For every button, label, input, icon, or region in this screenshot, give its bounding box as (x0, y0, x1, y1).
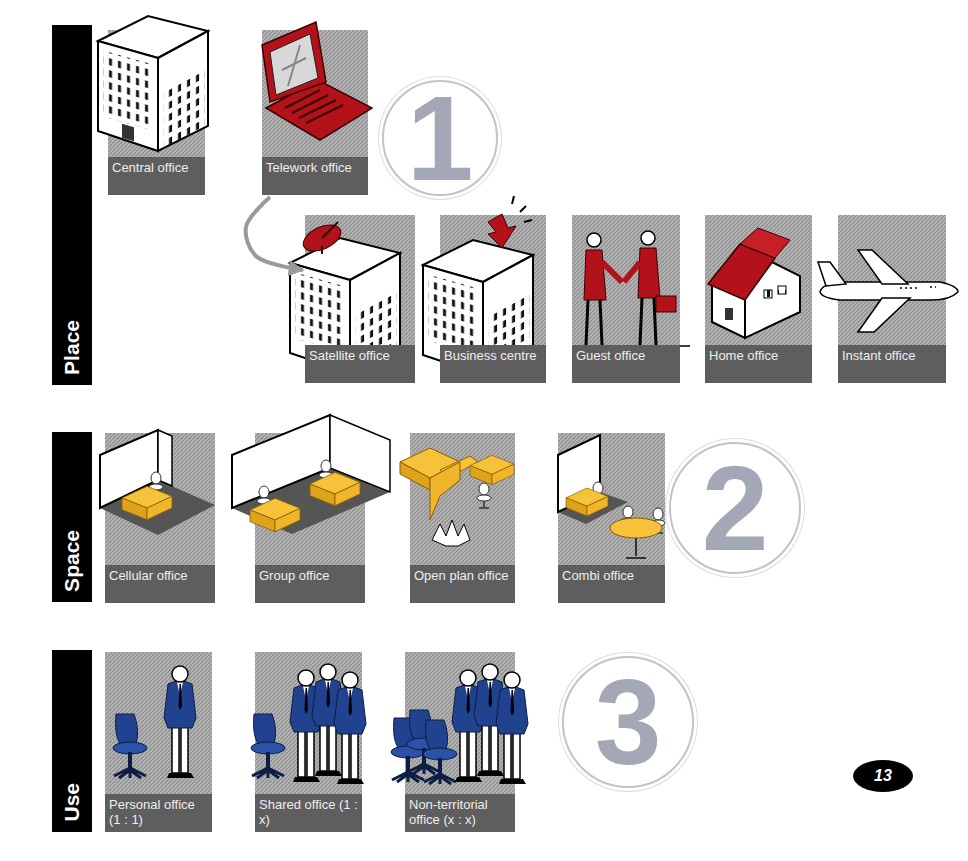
category-bar: Space (52, 432, 92, 602)
airplane-icon (818, 250, 958, 332)
arrow-icon (488, 196, 532, 248)
page-number-badge: 13 (853, 760, 913, 792)
office-type-tile: Non-territorial office (x : x) (405, 652, 515, 832)
tile-caption: Group office (255, 565, 365, 603)
non-territorial-office-icon (391, 664, 528, 784)
step-number-circle: 1 (382, 80, 498, 196)
laptop-icon (262, 22, 372, 140)
handshake-icon (575, 231, 690, 346)
step-number-circle: 2 (669, 442, 801, 574)
tile-caption: Combi office (558, 565, 665, 603)
callout-number: 2 (702, 448, 769, 568)
office-type-tile: Open plan office (410, 433, 515, 603)
tile-caption: Personal office (1 : 1) (105, 794, 212, 832)
office-type-tile: Guest office (572, 215, 680, 383)
callout-number: 1 (407, 78, 474, 198)
tile-caption: Business centre (440, 345, 546, 383)
office-type-tile: Group office (255, 433, 365, 603)
office-type-tile: Cellular office (105, 433, 215, 603)
tile-caption: Cellular office (105, 565, 215, 603)
tile-caption: Satellite office (305, 345, 415, 383)
house-icon (708, 228, 800, 338)
office-type-tile: Shared office (1 : x) (255, 652, 362, 832)
step-number-circle: 3 (562, 656, 694, 788)
category-label: Place (60, 320, 84, 375)
open-plan-office-icon (400, 448, 514, 546)
office-type-tile: Combi office (558, 433, 665, 603)
category-label: Space (60, 530, 84, 592)
category-bar: Place (52, 25, 92, 385)
tile-caption: Instant office (838, 345, 946, 383)
page-number: 13 (874, 767, 892, 785)
office-type-tile: Telework office (262, 30, 368, 195)
shared-office-icon (251, 664, 366, 784)
category-bar: Use (52, 650, 92, 832)
office-type-tile: Business centre (440, 215, 546, 383)
group-office-icon (232, 415, 390, 534)
tile-caption: Home office (705, 345, 812, 383)
tile-caption: Shared office (1 : x) (255, 794, 362, 832)
satellite-dish-icon (299, 220, 345, 257)
building-icon (98, 16, 208, 151)
tile-caption: Non-territorial office (x : x) (405, 794, 515, 832)
callout-number: 3 (595, 662, 662, 782)
tile-grounds (105, 30, 946, 832)
category-label: Use (60, 783, 84, 822)
tile-caption: Central office (108, 157, 205, 195)
combi-office-icon (558, 435, 665, 558)
office-type-tile: Instant office (838, 215, 946, 383)
office-type-tile: Home office (705, 215, 812, 383)
tile-caption: Guest office (572, 345, 680, 383)
office-type-tile: Central office (108, 30, 205, 195)
tile-caption: Telework office (262, 157, 368, 195)
personal-office-icon (113, 666, 196, 778)
cellular-office-icon (100, 430, 215, 535)
curved-arrow (246, 197, 303, 270)
office-type-tile: Satellite office (305, 215, 415, 383)
office-type-tile: Personal office (1 : 1) (105, 652, 212, 832)
tile-caption: Open plan office (410, 565, 515, 603)
